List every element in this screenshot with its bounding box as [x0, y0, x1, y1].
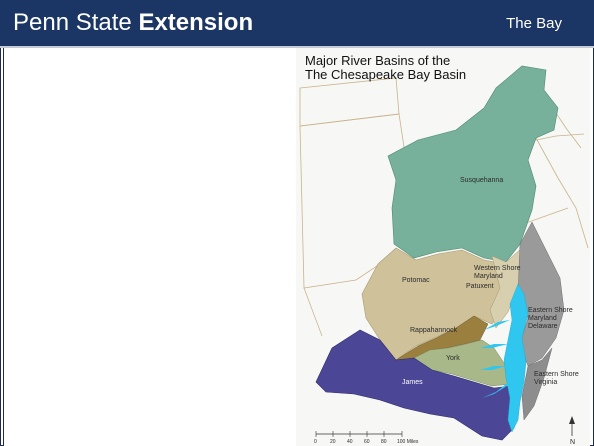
james-river-mouth	[482, 384, 510, 398]
content-pane	[3, 48, 296, 446]
label-potomac: Potomac	[402, 277, 430, 284]
brand-logo[interactable]: Penn State Extension	[13, 9, 253, 37]
scale-label-20: 20	[330, 439, 336, 445]
scale-label-60: 60	[364, 439, 370, 445]
label-eastern-shore-md-3: Delaware	[528, 323, 558, 330]
brand-bold: Extension	[138, 9, 254, 36]
scale-bar: 0 20 40 60 80 100 Miles	[314, 431, 419, 445]
potomac-river-mouth	[484, 320, 510, 330]
brand-regular: Penn State	[13, 9, 139, 36]
label-rappahannock: Rappahannock	[410, 327, 458, 334]
scale-label-40: 40	[347, 439, 353, 445]
north-arrow-icon: N	[569, 416, 575, 446]
scale-label-0: 0	[314, 439, 317, 445]
label-james: James	[402, 379, 423, 386]
basin-map: Major River Basins of the The Chesapeake…	[296, 48, 590, 446]
rappahannock-river-mouth	[480, 344, 508, 348]
map-title-line1: Major River Basins of the	[305, 53, 451, 68]
scale-label-80: 80	[381, 439, 387, 445]
north-label: N	[570, 439, 575, 446]
label-eastern-shore-md-2: Maryland	[528, 315, 557, 322]
york-river-mouth	[480, 366, 506, 370]
eastern-shore-md-basin	[517, 221, 565, 367]
label-eastern-shore-md: Eastern Shore	[528, 307, 573, 314]
susquehanna-basin	[387, 65, 559, 263]
map-title: Major River Basins of the The Chesapeake…	[305, 54, 466, 82]
label-eastern-shore-va-2: Virginia	[534, 379, 557, 386]
eastern-shore-va-basin	[521, 347, 553, 421]
label-patuxent: Patuxent	[466, 283, 494, 290]
label-susquehanna: Susquehanna	[460, 177, 503, 184]
basin-map-svg: Susquehanna Western Shore Maryland Patux…	[299, 65, 589, 446]
header-divider	[0, 46, 594, 48]
label-york: York	[446, 355, 460, 362]
header-bar: Penn State Extension The Bay	[0, 0, 594, 46]
section-title[interactable]: The Bay	[506, 15, 562, 32]
scale-label-100: 100 Miles	[397, 439, 419, 445]
label-western-shore: Western Shore	[474, 265, 521, 272]
label-eastern-shore-va: Eastern Shore	[534, 371, 579, 378]
map-title-line2: The Chesapeake Bay Basin	[305, 67, 467, 82]
label-western-shore-2: Maryland	[474, 273, 503, 280]
chesapeake-bay	[503, 283, 529, 433]
